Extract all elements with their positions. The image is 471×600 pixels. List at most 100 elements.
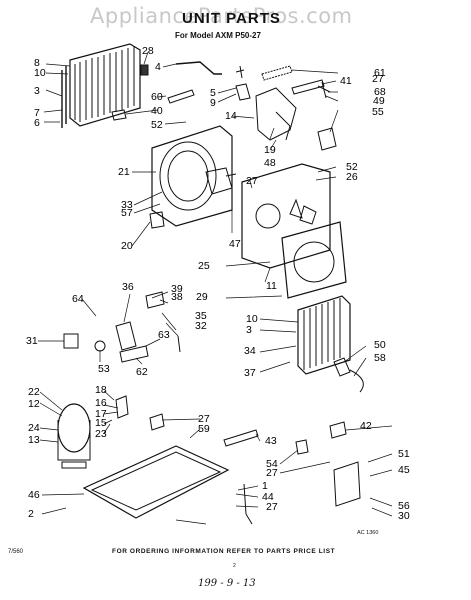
callout-25: 25 <box>198 260 210 272</box>
callout-15: 15 <box>95 417 107 429</box>
callout-30: 30 <box>398 510 410 522</box>
callout-16: 16 <box>95 397 107 409</box>
callout-43: 43 <box>265 435 277 447</box>
condenser-coil <box>61 43 141 128</box>
callout-27: 27 <box>266 501 278 513</box>
callout-17: 17 <box>95 408 107 420</box>
callout-51: 51 <box>398 448 410 460</box>
callout-49: 49 <box>373 95 385 107</box>
callout-21: 21 <box>118 166 130 178</box>
callout-7: 7 <box>34 107 40 119</box>
callout-34: 34 <box>244 345 256 357</box>
part-61-filter <box>261 65 293 81</box>
callout-31: 31 <box>26 335 38 347</box>
page-number: 2 <box>233 563 236 569</box>
part-36-capacitor <box>115 321 137 351</box>
callout-10: 10 <box>34 67 46 79</box>
callout-59: 59 <box>198 423 210 435</box>
part-62-bracket <box>119 345 149 363</box>
callout-3: 3 <box>246 324 252 336</box>
part-40-bar <box>167 89 195 104</box>
callout-48: 48 <box>264 157 276 169</box>
part-58-wire <box>349 369 364 393</box>
callout-14: 14 <box>225 110 237 122</box>
callout-63: 63 <box>158 329 170 341</box>
ordering-information-note: FOR ORDERING INFORMATION REFER TO PARTS … <box>112 548 336 555</box>
callout-27: 27 <box>246 175 258 187</box>
callout-38: 38 <box>171 291 183 303</box>
callout-22: 22 <box>28 386 40 398</box>
callout-9: 9 <box>210 97 216 109</box>
callout-60: 60 <box>151 91 163 103</box>
callout-50: 50 <box>374 339 386 351</box>
base-pan <box>82 445 230 519</box>
callout-56: 56 <box>398 500 410 512</box>
part-59-gasket <box>223 429 259 447</box>
callout-24: 24 <box>28 422 40 434</box>
part-9-plate <box>235 83 251 101</box>
callout-35: 35 <box>195 310 207 322</box>
callout-44: 44 <box>262 491 274 503</box>
callout-3: 3 <box>34 85 40 97</box>
diagram-reference: AC 1360 <box>357 530 379 536</box>
callout-62: 62 <box>136 366 148 378</box>
callout-28: 28 <box>142 45 154 57</box>
callout-61: 61 <box>374 67 386 79</box>
callout-8: 8 <box>34 57 40 69</box>
callout-23: 23 <box>95 428 107 440</box>
callout-57: 57 <box>121 207 133 219</box>
callout-27: 27 <box>198 413 210 425</box>
part-50-cap <box>333 357 351 377</box>
callout-40: 40 <box>151 105 163 117</box>
callout-39: 39 <box>171 283 183 295</box>
callout-6: 6 <box>34 117 40 129</box>
callout-53: 53 <box>98 363 110 375</box>
leader-lines <box>38 51 393 525</box>
callout-37: 37 <box>244 367 256 379</box>
callout-10: 10 <box>246 313 258 325</box>
part-4-rod <box>175 61 222 75</box>
callout-54: 54 <box>266 458 278 470</box>
handwritten-note: 199 - 9 - 13 <box>198 578 256 589</box>
callout-11: 11 <box>266 280 277 292</box>
callout-47: 47 <box>229 238 241 250</box>
callout-2: 2 <box>28 508 34 520</box>
callout-20: 20 <box>121 240 133 252</box>
callout-52: 52 <box>346 161 358 173</box>
part-1-wire <box>243 483 253 525</box>
callout-27: 27 <box>266 467 278 479</box>
watermark-text: AppliancePartsPros.com <box>90 4 353 28</box>
callout-4: 4 <box>155 61 161 73</box>
callout-32: 32 <box>195 320 207 332</box>
callout-1: 1 <box>262 480 268 492</box>
part-44-control-panel <box>333 461 361 507</box>
part-5-clip <box>235 65 245 79</box>
part-19-brace <box>275 111 291 141</box>
diagram-subtitle: For Model AXM P50-27 <box>175 31 261 40</box>
callout-19: 19 <box>264 144 276 156</box>
part-28-bracket <box>140 64 149 76</box>
callout-64: 64 <box>72 293 84 305</box>
fan-orifice-panel <box>281 221 347 299</box>
callout-5: 5 <box>210 87 216 99</box>
part-41-strip <box>291 79 325 95</box>
callout-33: 33 <box>121 199 133 211</box>
callout-58: 58 <box>374 352 386 364</box>
evaporator-coil <box>297 295 351 375</box>
callout-52: 52 <box>151 119 163 131</box>
part-13-strap <box>149 413 165 431</box>
sheet-code: 7/560 <box>8 549 24 555</box>
part-47-motor <box>205 167 237 195</box>
part-20-clip <box>149 211 165 229</box>
callout-55: 55 <box>372 106 384 118</box>
callout-13: 13 <box>28 434 40 446</box>
callout-68: 68 <box>374 86 386 98</box>
part-43-clip <box>329 421 347 439</box>
callout-29: 29 <box>196 291 208 303</box>
callout-27: 27 <box>372 73 384 85</box>
callout-36: 36 <box>122 281 134 293</box>
part-42-connector <box>295 439 309 455</box>
